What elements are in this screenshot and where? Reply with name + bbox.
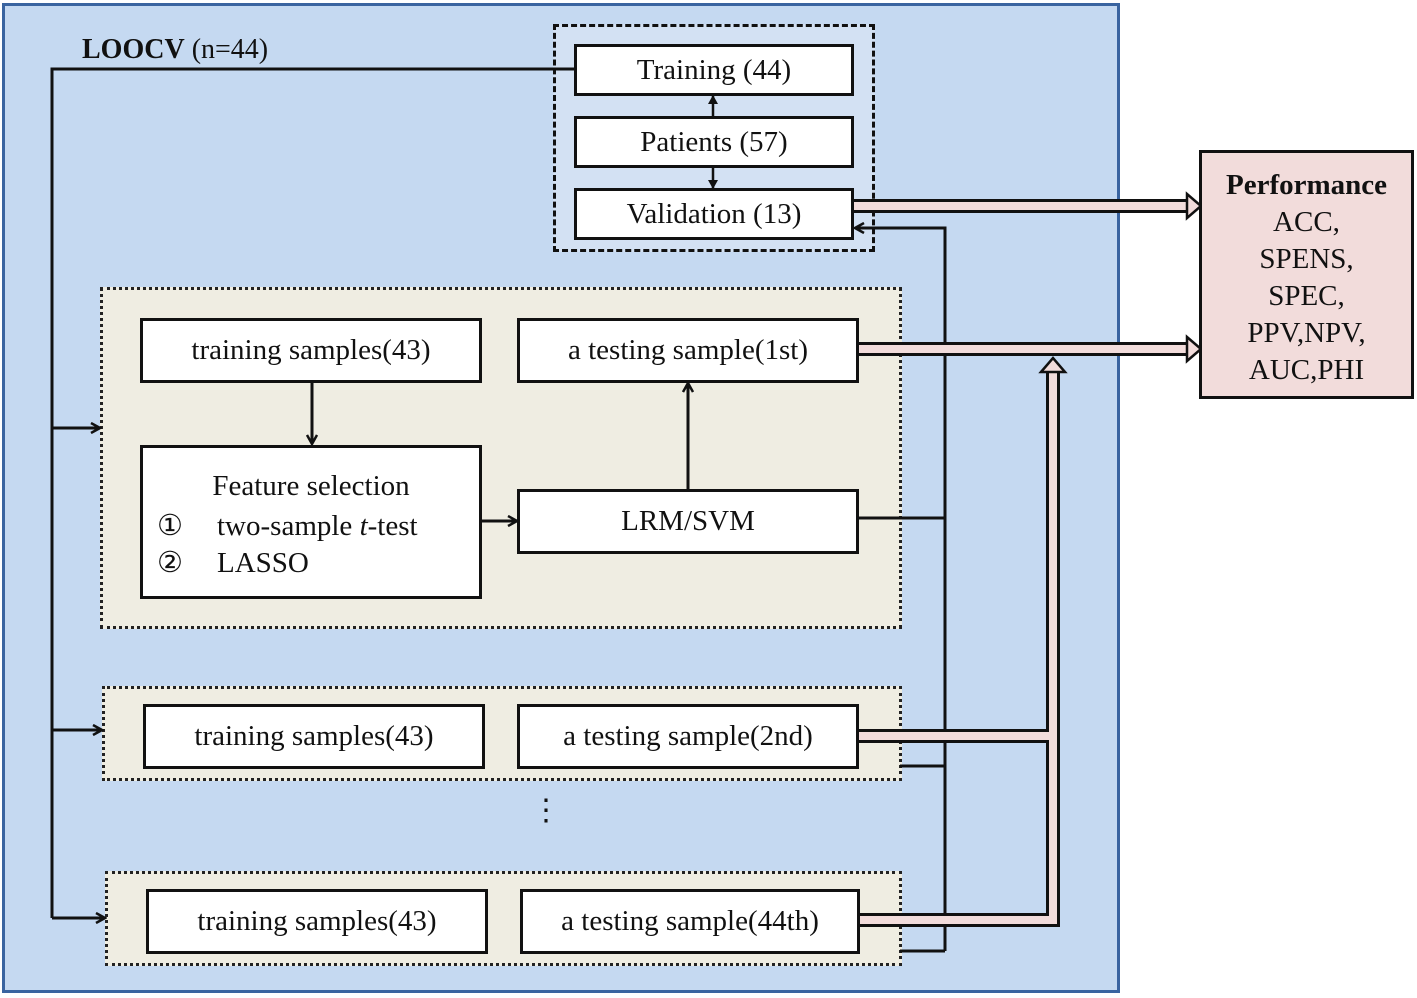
fold-1-testing-label: a testing sample(1st) <box>567 334 808 366</box>
fold-44-training-label: training samples(43) <box>197 905 437 937</box>
arrow-feedback-to-validation <box>855 228 947 951</box>
fold-2-testing-box: a testing sample(2nd) <box>517 704 859 769</box>
feature-item-2-text: LASSO <box>217 547 309 579</box>
training-label: Training (44) <box>636 53 792 86</box>
ellipsis: ⋮ <box>531 794 561 827</box>
patients-box: Patients (57) <box>574 116 854 168</box>
feature-item-1-italic: t <box>359 510 368 542</box>
performance-metric: PPV,NPV, <box>1247 317 1366 349</box>
loocv-bus-line <box>50 67 574 918</box>
feature-item-lasso: ② LASSO <box>157 545 309 580</box>
loocv-label-bold: LOOCV <box>82 34 185 65</box>
validation-label: Validation (13) <box>626 197 802 230</box>
loocv-n: (n=44) <box>191 34 269 65</box>
training-box: Training (44) <box>574 44 854 96</box>
fold-2-training-box: training samples(43) <box>143 704 485 769</box>
performance-metric: AUC,PHI <box>1248 354 1365 386</box>
fold-1-testing-box: a testing sample(1st) <box>517 318 859 383</box>
fold-1-training-label: training samples(43) <box>191 334 431 366</box>
performance-title: Performance <box>1225 169 1387 201</box>
validation-box: Validation (13) <box>574 188 854 240</box>
performance-metric: SPENS, <box>1259 243 1354 275</box>
feature-item-ttest: ① two-sample t-test <box>157 508 418 543</box>
performance-metric: SPEC, <box>1268 280 1345 312</box>
feature-item-2-number: ② <box>157 547 183 579</box>
feature-item-1-pre: two-sample <box>217 510 360 542</box>
fold-44-testing-box: a testing sample(44th) <box>520 889 860 954</box>
model-label: LRM/SVM <box>621 505 755 537</box>
double-arrows <box>853 191 1203 927</box>
fold-44-training-box: training samples(43) <box>146 889 488 954</box>
model-box: LRM/SVM <box>517 489 859 554</box>
performance-box: Performance ACC, SPENS, SPEC, PPV,NPV, A… <box>1199 150 1414 399</box>
feature-item-1-number: ① <box>157 510 183 542</box>
patients-label: Patients (57) <box>640 125 788 158</box>
feature-item-1-post: -test <box>367 510 418 542</box>
fold-2-testing-label: a testing sample(2nd) <box>563 720 813 752</box>
loocv-label: LOOCV (n=44) <box>82 34 268 66</box>
fold-2-training-label: training samples(43) <box>194 720 434 752</box>
feature-selection-box: Feature selection ① two-sample t-test ② LA… <box>140 445 482 599</box>
fold-44-testing-label: a testing sample(44th) <box>561 905 819 937</box>
fold-1-training-box: training samples(43) <box>140 318 482 383</box>
performance-metric: ACC, <box>1273 206 1340 238</box>
feature-selection-title: Feature selection <box>212 470 410 502</box>
